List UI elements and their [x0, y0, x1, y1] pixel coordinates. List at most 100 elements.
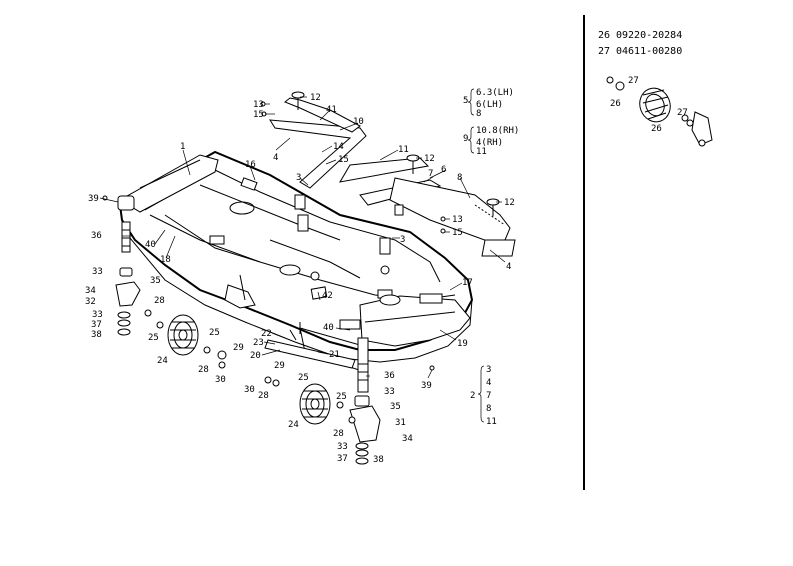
- callout-42: 42: [322, 291, 333, 301]
- callout-24: 24: [157, 356, 168, 366]
- callout-29: 29: [233, 343, 244, 353]
- callout-33: 33: [92, 267, 103, 277]
- right-caster-assembly: [349, 337, 381, 465]
- parts-list-ref-26: 26: [598, 30, 610, 41]
- callout-24: 24: [288, 420, 299, 430]
- callout-40: 40: [145, 240, 156, 250]
- callout-34: 34: [402, 434, 413, 444]
- callout-29: 29: [274, 361, 285, 371]
- callout-36: 36: [384, 371, 395, 381]
- left-caster-assembly: [115, 195, 141, 336]
- callout-27: 27: [628, 76, 639, 86]
- callout-37: 37: [91, 320, 102, 330]
- callout-15: 15: [452, 228, 463, 238]
- spec-rh-subref: 11: [476, 147, 487, 157]
- callout-35: 35: [150, 276, 161, 286]
- callout-14: 14: [333, 142, 344, 152]
- callout-4: 4: [273, 153, 278, 163]
- callout-30: 30: [215, 375, 226, 385]
- mower-deck: [118, 150, 474, 373]
- callout-25: 25: [336, 392, 347, 402]
- callout-25: 25: [298, 373, 309, 383]
- spec-lh-line2: 6(LH): [476, 100, 503, 110]
- callout-28: 28: [258, 391, 269, 401]
- callout-35: 35: [390, 402, 401, 412]
- callout-25: 25: [209, 328, 220, 338]
- callout-28: 28: [333, 429, 344, 439]
- callout-13: 13: [253, 100, 264, 110]
- callout-17: 17: [462, 278, 473, 288]
- spec-group-item: 11: [486, 417, 497, 427]
- callout-26: 26: [651, 124, 662, 134]
- callout-7: 7: [428, 169, 433, 179]
- callout-38: 38: [91, 330, 102, 340]
- callout-39: 39: [421, 381, 432, 391]
- right-gauge-wheel: [264, 376, 356, 425]
- linkage-arms: [269, 97, 516, 257]
- callout-33: 33: [337, 442, 348, 452]
- callout-34: 34: [85, 286, 96, 296]
- parts-list-ref-27: 27: [598, 46, 610, 57]
- callout-31: 31: [395, 418, 406, 428]
- spec-lh-subref: 8: [476, 109, 481, 119]
- callout-13: 13: [452, 215, 463, 225]
- callout-19: 19: [457, 339, 468, 349]
- callout-12: 12: [504, 198, 515, 208]
- spec-note-lh: 5 6.3(LH) 6(LH) 8: [463, 88, 514, 119]
- spec-group-item: 7: [486, 391, 491, 401]
- callout-32: 32: [85, 297, 96, 307]
- leader-lines: [99, 96, 506, 379]
- callout-30: 30: [244, 385, 255, 395]
- callout-12: 12: [310, 93, 321, 103]
- spec-note-group: 2 3 4 7 8 11: [470, 365, 497, 427]
- callout-18: 18: [160, 255, 171, 265]
- callout-16: 16: [245, 160, 256, 170]
- callout-3: 3: [400, 235, 405, 245]
- callout-37: 37: [337, 454, 348, 464]
- callout-40: 40: [323, 323, 334, 333]
- parts-list-code-26: 09220-20284: [616, 30, 682, 41]
- callout-11: 11: [398, 145, 409, 155]
- inset-wheel-assembly: [606, 76, 713, 147]
- spec-lh-ref: 5: [463, 96, 468, 106]
- callout-28: 28: [154, 296, 165, 306]
- parts-list: 26 09220-20284 27 04611-00280: [598, 30, 682, 57]
- spec-note-rh: 9 10.8(RH) 4(RH) 11: [463, 126, 519, 157]
- callout-27: 27: [677, 108, 688, 118]
- callout-38: 38: [373, 455, 384, 465]
- callout-1: 1: [180, 142, 185, 152]
- callout-26: 26: [610, 99, 621, 109]
- spec-rh-line1: 10.8(RH): [476, 126, 519, 136]
- callout-33: 33: [384, 387, 395, 397]
- spec-group-item: 8: [486, 404, 491, 414]
- callout-23: 23: [253, 338, 264, 348]
- callout-33: 33: [92, 310, 103, 320]
- callout-25: 25: [148, 333, 159, 343]
- callout-8: 8: [457, 173, 462, 183]
- spec-group-item: 3: [486, 365, 491, 375]
- callout-4: 4: [506, 262, 511, 272]
- callout-15: 15: [338, 155, 349, 165]
- spec-group-ref: 2: [470, 391, 475, 401]
- callout-12: 12: [424, 154, 435, 164]
- callout-21: 21: [329, 350, 340, 360]
- parts-list-code-27: 04611-00280: [616, 46, 682, 57]
- callout-labels: 1 3 3 4 4 6 7 8 10 11 12 12 12 13 13 14 …: [85, 76, 688, 465]
- callout-6: 6: [441, 165, 446, 175]
- spec-group-item: 4: [486, 378, 491, 388]
- callout-22: 22: [261, 329, 272, 339]
- left-gauge-wheel: [144, 309, 227, 369]
- callout-28: 28: [198, 365, 209, 375]
- callout-36: 36: [91, 231, 102, 241]
- callout-39: 39: [88, 194, 99, 204]
- spec-lh-line1: 6.3(LH): [476, 88, 514, 98]
- callout-20: 20: [250, 351, 261, 361]
- spec-rh-line2: 4(RH): [476, 138, 503, 148]
- callout-15: 15: [253, 110, 264, 120]
- callout-10: 10: [353, 117, 364, 127]
- callout-41: 41: [326, 105, 337, 115]
- callout-3: 3: [296, 173, 301, 183]
- spec-rh-ref: 9: [463, 134, 468, 144]
